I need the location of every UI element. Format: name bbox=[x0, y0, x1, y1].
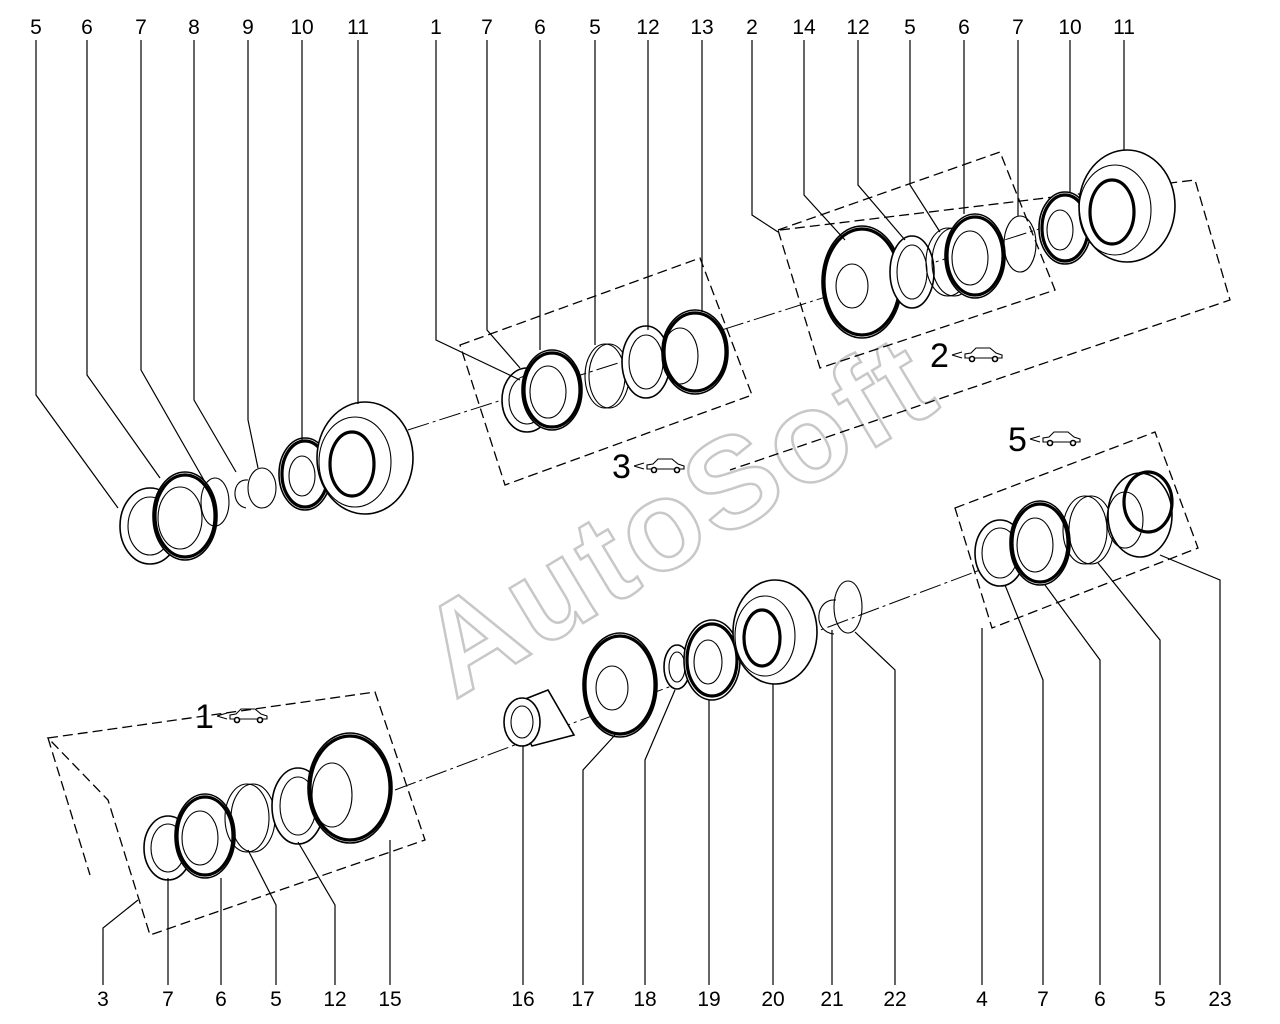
part-circlip-8 bbox=[234, 479, 249, 509]
callout-11: 11 bbox=[1113, 16, 1135, 39]
callout-22: 22 bbox=[883, 988, 906, 1011]
callout-12: 12 bbox=[636, 16, 659, 39]
callout-6: 6 bbox=[215, 988, 227, 1011]
gear-group-2-label: 2 bbox=[930, 337, 1003, 375]
callout-5: 5 bbox=[270, 988, 282, 1011]
callout-12: 12 bbox=[846, 16, 869, 39]
callout-21: 21 bbox=[820, 988, 843, 1011]
callout-23: 23 bbox=[1208, 988, 1231, 1011]
gear-group-number: 5 bbox=[1008, 421, 1027, 459]
part-synchro-hub-6-g5 bbox=[1009, 500, 1071, 586]
part-gear-17 bbox=[582, 632, 658, 738]
callout-6: 6 bbox=[81, 16, 93, 39]
bottom-callout-labels: 3 7 6 5 12 15 16 17 18 19 20 21 22 4 7 6… bbox=[97, 988, 1232, 1011]
callout-5: 5 bbox=[1154, 988, 1166, 1011]
top-callout-labels: 5 6 7 8 9 10 11 1 7 6 5 12 13 2 14 12 5 … bbox=[30, 16, 1135, 39]
callout-5: 5 bbox=[589, 16, 601, 39]
part-ring-5-g5 bbox=[1062, 495, 1114, 565]
callout-3: 3 bbox=[97, 988, 109, 1011]
part-ring-7 bbox=[200, 477, 230, 527]
gear-group-1-label: 1 bbox=[195, 698, 268, 736]
part-circlip-21 bbox=[818, 599, 837, 635]
part-gear-11-g2 bbox=[1078, 149, 1176, 263]
callout-16: 16 bbox=[511, 988, 534, 1011]
part-ring-22 bbox=[833, 580, 863, 634]
callout-8: 8 bbox=[188, 16, 200, 39]
callout-7: 7 bbox=[1037, 988, 1049, 1011]
callout-9: 9 bbox=[242, 16, 254, 39]
callout-12: 12 bbox=[323, 988, 346, 1011]
callout-6: 6 bbox=[958, 16, 970, 39]
part-synchro-hub-6-g1 bbox=[174, 793, 236, 879]
callout-6: 6 bbox=[1094, 988, 1106, 1011]
part-synchro-hub-6-g3 bbox=[521, 349, 583, 431]
part-synchro-hub-6 bbox=[152, 471, 218, 561]
callout-10: 10 bbox=[1058, 16, 1081, 39]
car-reverse-arrow-icon bbox=[951, 347, 1003, 363]
part-gear-13 bbox=[661, 309, 729, 395]
callout-18: 18 bbox=[633, 988, 656, 1011]
gear-group-number: 2 bbox=[930, 337, 949, 375]
gear-group-5-label: 5 bbox=[1008, 421, 1081, 459]
callout-6: 6 bbox=[534, 16, 546, 39]
callout-4: 4 bbox=[976, 988, 988, 1011]
callout-5: 5 bbox=[30, 16, 42, 39]
callout-13: 13 bbox=[690, 16, 713, 39]
callout-11: 11 bbox=[347, 16, 369, 39]
callout-2: 2 bbox=[746, 16, 758, 39]
part-gear-20 bbox=[732, 579, 818, 685]
callout-5: 5 bbox=[904, 16, 916, 39]
part-sleeve-16 bbox=[503, 689, 576, 747]
leader-lines bbox=[35, 40, 1221, 985]
gear-group-3-label: 3 bbox=[612, 448, 685, 486]
car-reverse-arrow-icon bbox=[1029, 431, 1081, 447]
part-gear-15 bbox=[307, 732, 393, 844]
callout-7: 7 bbox=[162, 988, 174, 1011]
callout-19: 19 bbox=[697, 988, 720, 1011]
callout-10: 10 bbox=[290, 16, 313, 39]
callout-17: 17 bbox=[571, 988, 594, 1011]
part-synchro-hub-6-g2 bbox=[944, 213, 1006, 299]
gear-group-number: 1 bbox=[195, 698, 214, 736]
callout-7: 7 bbox=[481, 16, 493, 39]
callout-15: 15 bbox=[378, 988, 401, 1011]
gear-group-number: 3 bbox=[612, 448, 631, 486]
assembly-boundaries bbox=[46, 151, 1231, 936]
callout-1: 1 bbox=[430, 16, 442, 39]
callout-14: 14 bbox=[792, 16, 816, 39]
callout-7: 7 bbox=[135, 16, 147, 39]
part-gear-11 bbox=[316, 401, 414, 515]
callout-7: 7 bbox=[1012, 16, 1024, 39]
part-gear-23 bbox=[1106, 470, 1174, 558]
part-circlip-9 bbox=[247, 467, 277, 509]
part-ring-7-g2 bbox=[1003, 215, 1037, 273]
part-bearing-19 bbox=[683, 619, 741, 701]
part-cone-12-g2 bbox=[889, 235, 935, 309]
callout-20: 20 bbox=[761, 988, 784, 1011]
